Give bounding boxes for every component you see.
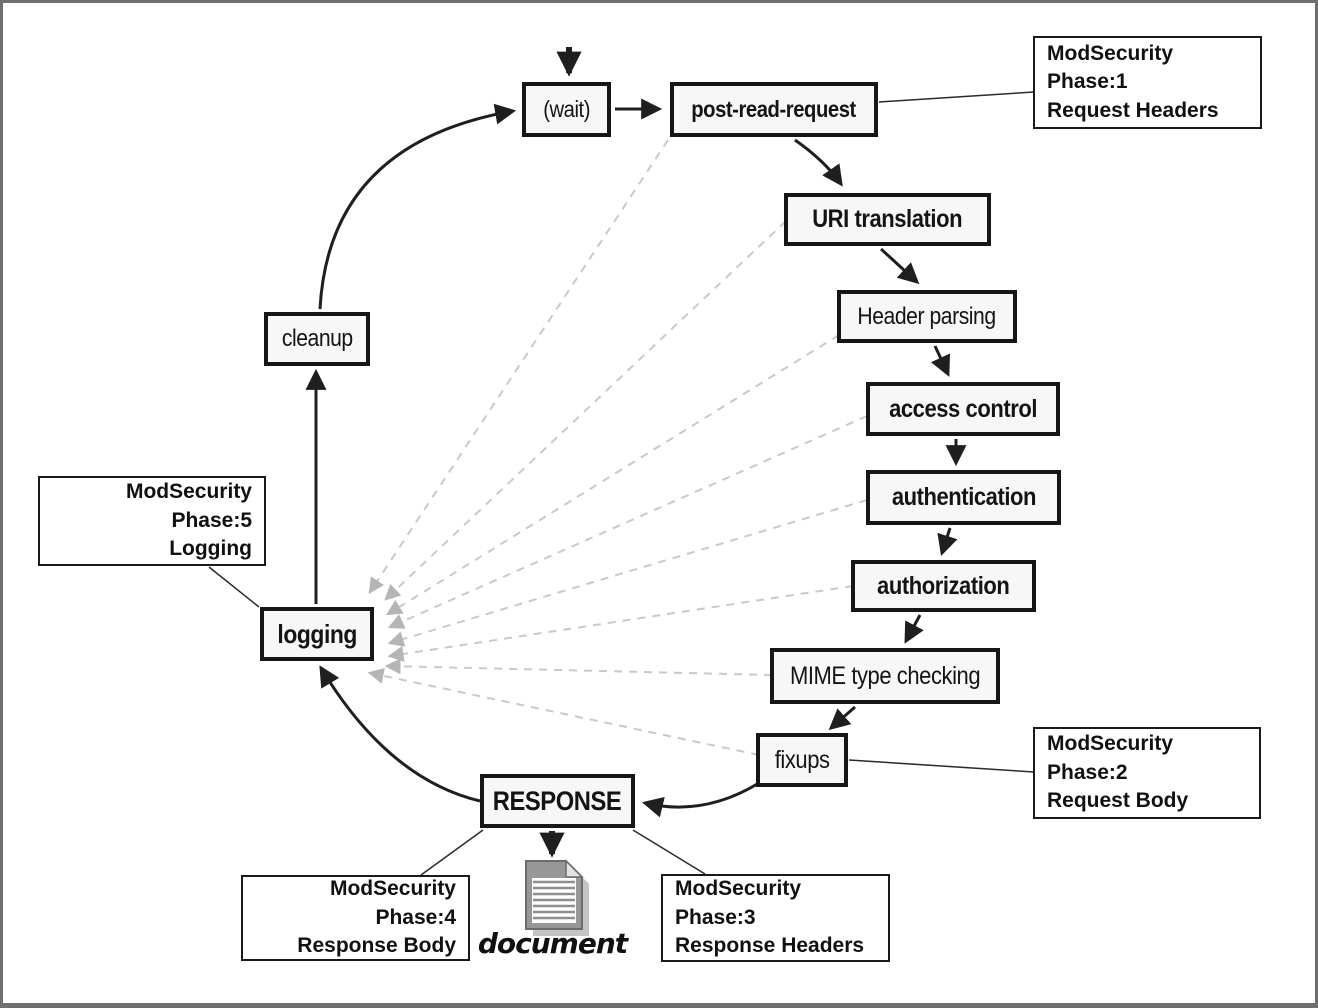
- node-mime-type-checking: MIME type checking: [770, 648, 1000, 704]
- node-header-parsing: Header parsing: [837, 290, 1017, 343]
- document-label: document: [477, 927, 628, 960]
- annotation-phase1: ModSecurity Phase:1 Request Headers: [1033, 36, 1262, 129]
- annotation-leader-lines: [208, 91, 1035, 876]
- annotation-phase2: ModSecurity Phase:2 Request Body: [1033, 727, 1261, 819]
- node-access-control: access control: [866, 382, 1060, 436]
- node-uri-translation: URI translation: [784, 193, 991, 246]
- node-response: RESPONSE: [480, 774, 635, 828]
- annotation-phase2-line1: ModSecurity Phase:2: [1047, 732, 1174, 784]
- node-authentication: authentication: [866, 470, 1061, 525]
- dashed-hook-lines: [367, 139, 868, 756]
- flow-arrows: [305, 47, 967, 858]
- node-post-read-request: post-read-request: [670, 82, 878, 137]
- annotation-phase4-line1: ModSecurity Phase:4: [329, 877, 456, 929]
- annotation-phase3-line1: ModSecurity Phase:3: [675, 877, 802, 929]
- annotation-phase5: ModSecurity Phase:5 Logging: [38, 476, 266, 566]
- node-fixups: fixups: [756, 733, 848, 787]
- node-authorization: authorization: [851, 560, 1036, 612]
- annotation-phase1-line1: ModSecurity Phase:1: [1047, 41, 1174, 94]
- document-icon: [525, 859, 589, 936]
- node-wait: (wait): [522, 82, 611, 137]
- node-logging: logging: [260, 607, 374, 661]
- annotation-phase4-line2: Response Body: [297, 934, 456, 958]
- connector-layer: [208, 47, 1035, 876]
- annotation-phase4: ModSecurity Phase:4 Response Body: [241, 875, 470, 961]
- annotation-phase5-line2: Logging: [169, 537, 252, 561]
- annotation-phase3-line2: Response Headers: [675, 934, 865, 958]
- node-cleanup: cleanup: [264, 312, 370, 366]
- annotation-phase5-line1: ModSecurity Phase:5: [125, 480, 252, 532]
- annotation-phase3: ModSecurity Phase:3 Response Headers: [661, 874, 890, 962]
- annotation-phase1-line2: Request Headers: [1047, 98, 1219, 122]
- annotation-phase2-line2: Request Body: [1047, 789, 1189, 813]
